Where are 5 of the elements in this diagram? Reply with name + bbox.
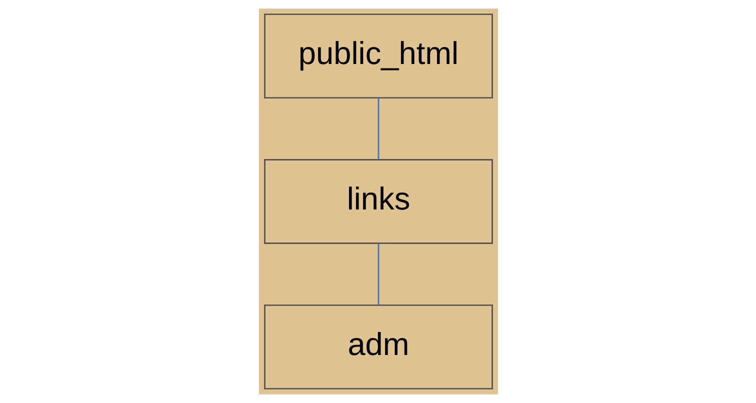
node-box: adm [264,304,492,390]
connector [377,98,379,160]
node-box: links [264,159,492,244]
node-box: public_html [264,14,492,99]
connector [377,244,379,305]
